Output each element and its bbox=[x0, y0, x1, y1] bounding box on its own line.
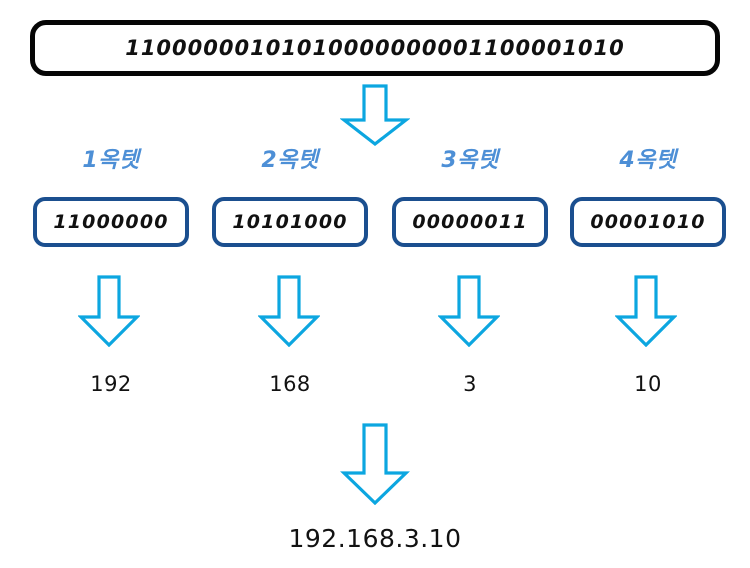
octet-down-arrow-4 bbox=[615, 275, 677, 347]
octet-label-3: 3옥텟 bbox=[441, 148, 499, 173]
octet-down-arrow-2 bbox=[258, 275, 320, 347]
full-binary-box: 11000000101010000000001100001010 bbox=[30, 20, 720, 76]
decimal-value-3: 3 bbox=[463, 372, 477, 396]
octet-box-4: 00001010 bbox=[570, 197, 726, 247]
octet-binary-2: 10101000 bbox=[232, 211, 348, 233]
octet-binary-4: 00001010 bbox=[590, 211, 706, 233]
octet-label-4: 4옥텟 bbox=[619, 148, 677, 173]
split-down-arrow bbox=[340, 84, 410, 146]
decimal-value-1: 192 bbox=[90, 372, 132, 396]
octet-down-arrow-1 bbox=[78, 275, 140, 347]
octet-label-2: 2옥텟 bbox=[261, 148, 319, 173]
octet-box-3: 00000011 bbox=[392, 197, 548, 247]
octet-binary-3: 00000011 bbox=[412, 211, 528, 233]
result-down-arrow bbox=[340, 423, 410, 505]
decimal-value-2: 168 bbox=[269, 372, 311, 396]
final-ip-address: 192.168.3.10 bbox=[288, 524, 462, 553]
octet-binary-1: 11000000 bbox=[53, 211, 169, 233]
octet-box-2: 10101000 bbox=[212, 197, 368, 247]
full-binary-text: 11000000101010000000001100001010 bbox=[125, 36, 625, 60]
octet-down-arrow-3 bbox=[438, 275, 500, 347]
octet-label-1: 1옥텟 bbox=[82, 148, 140, 173]
octet-box-1: 11000000 bbox=[33, 197, 189, 247]
decimal-value-4: 10 bbox=[634, 372, 662, 396]
